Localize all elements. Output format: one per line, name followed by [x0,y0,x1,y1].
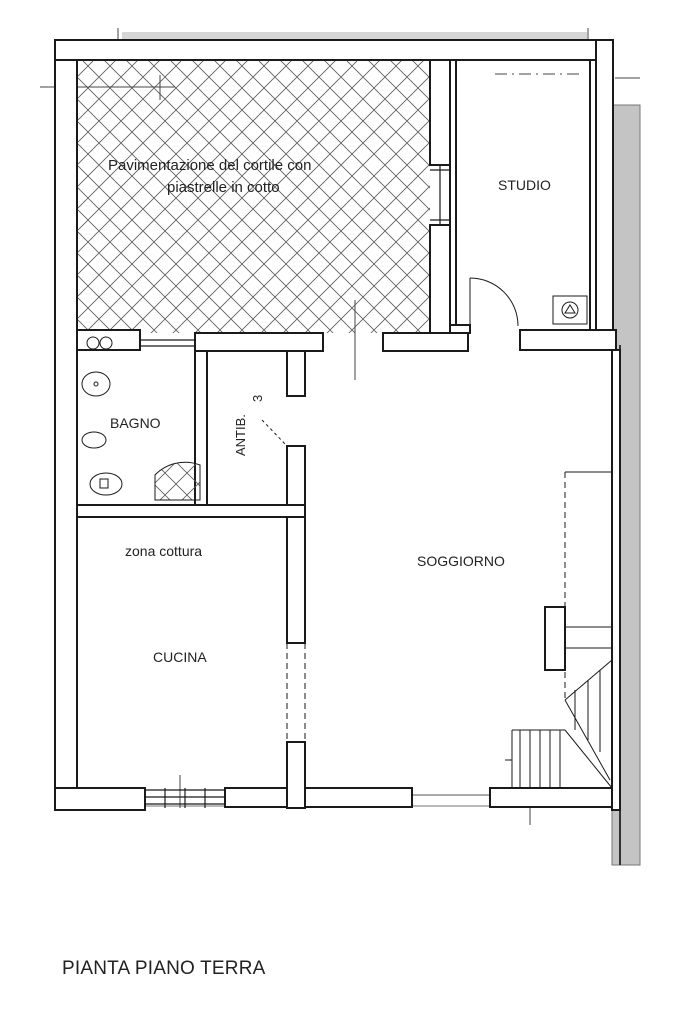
windows [140,165,490,808]
cucina-label: CUCINA [153,649,207,665]
courtyard-label-line1: Pavimentazione del cortile con [108,157,311,174]
shower-tray-icon [154,461,201,501]
antibagno-label: ANTIB. [233,414,248,456]
walls [54,39,621,811]
staircase [505,471,613,789]
soggiorno-label: SOGGIORNO [417,553,505,569]
bathroom-fixtures [81,295,588,501]
door-swing [261,277,519,742]
bidet-icon [81,431,107,449]
bagno-label: BAGNO [110,415,161,431]
courtyard-label-line2: piastrelle in cotto [167,179,280,196]
courtyard-paving [77,60,430,333]
antibagno-number: 3 [250,395,265,402]
zona-cottura-label: zona cottura [125,543,202,559]
boiler-icon [552,295,588,325]
plan-title: PIANTA PIANO TERRA [62,958,266,979]
studio-label: STUDIO [498,177,551,193]
